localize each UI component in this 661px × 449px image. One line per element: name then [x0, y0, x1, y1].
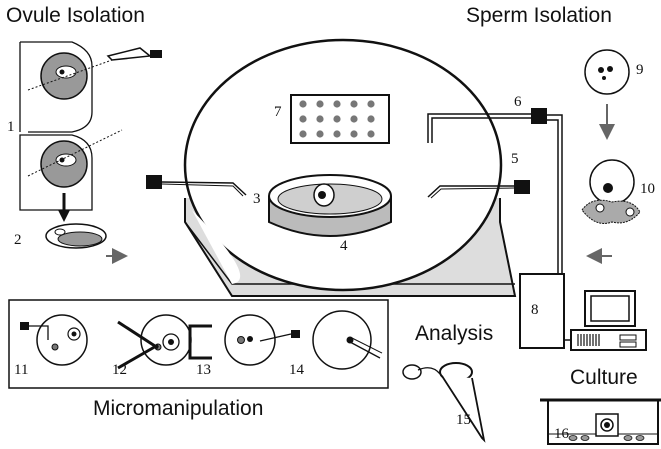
stage-platform	[183, 38, 517, 297]
label-9: 9	[636, 62, 644, 78]
label-5: 5	[511, 151, 519, 167]
pump-box-icon	[519, 273, 588, 349]
label-3: 3	[253, 191, 261, 207]
label-4: 4	[340, 238, 348, 254]
label-10: 10	[640, 181, 655, 197]
culture-chamber-icon	[540, 398, 661, 445]
micromanipulation-box	[8, 299, 389, 389]
label-15: 15	[456, 412, 471, 428]
petri-dish-icon	[268, 174, 392, 237]
label-8: 8	[531, 302, 539, 318]
well-plate-icon	[290, 94, 390, 144]
analysis-title: Analysis	[415, 322, 494, 345]
label-16: 16	[554, 426, 569, 442]
label-2: 2	[14, 232, 22, 248]
culture-title: Culture	[570, 366, 638, 389]
capillary-line-icon	[427, 108, 563, 275]
micromanipulation-title: Micromanipulation	[93, 397, 264, 420]
label-11: 11	[14, 362, 29, 378]
label-12: 12	[112, 362, 127, 378]
computer-icon	[570, 290, 647, 351]
label-7: 7	[274, 104, 282, 120]
label-13: 13	[196, 362, 211, 378]
ovule-isolation-title: Ovule Isolation	[6, 4, 145, 27]
label-14: 14	[289, 362, 304, 378]
label-1: 1	[7, 119, 15, 135]
microtube-icon	[402, 362, 486, 443]
ovule-isolation-icon	[19, 41, 162, 264]
sperm-isolation-title: Sperm Isolation	[466, 4, 612, 27]
sperm-isolation-icon	[581, 49, 641, 264]
label-6: 6	[514, 94, 522, 110]
right-needle-icon	[427, 180, 530, 199]
left-needle-icon	[146, 175, 247, 197]
